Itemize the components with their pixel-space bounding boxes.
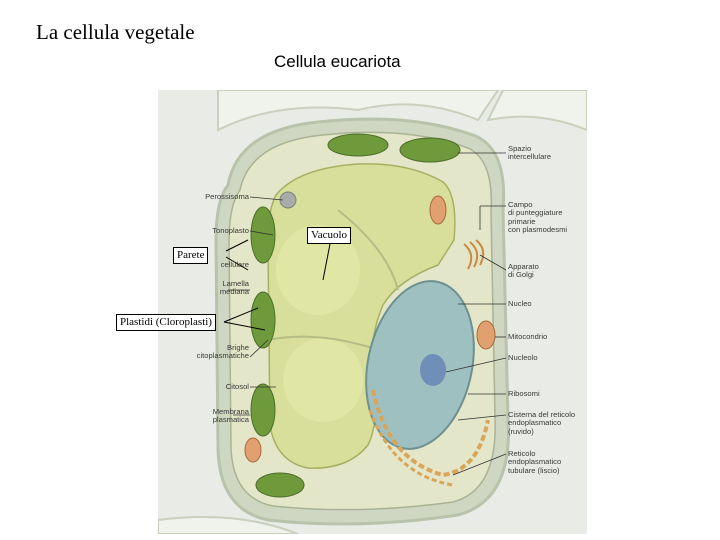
label-membrana-plasmatica: Membrana plasmatica xyxy=(212,407,249,425)
label-citosol: Citosol xyxy=(225,382,249,391)
label-apparato-golgi: Apparato di Golgi xyxy=(508,262,539,280)
label-lamella-mediana: Lamella mediana xyxy=(219,279,249,297)
callout-plastidi: Plastidi (Cloroplasti) xyxy=(116,314,216,331)
peroxisome xyxy=(279,191,297,209)
diagram-subtitle: Cellula eucariota xyxy=(274,52,401,71)
plant-cell-drawing xyxy=(158,90,587,534)
label-nucleo: Nucleo xyxy=(508,299,532,308)
plant-cell-illustration: Perossisoma Tonoplasto cellulare Lamella… xyxy=(158,90,587,534)
label-tonoplasto: Tonoplasto xyxy=(212,226,249,235)
chloroplasts xyxy=(250,133,461,498)
nucleus xyxy=(365,280,475,450)
page-title: La cellula vegetale xyxy=(36,20,195,44)
label-cisterna-reticolo: Cisterna del reticolo endoplasmatico (ru… xyxy=(508,410,576,436)
callout-vacuolo: Vacuolo xyxy=(307,227,352,244)
nucleolus xyxy=(420,354,446,386)
mitochondria xyxy=(244,195,496,463)
callout-parete: Parete xyxy=(173,247,209,264)
label-campo-punteggiature: Campo di punteggiature primarie con plas… xyxy=(508,200,568,235)
label-brighe-citoplasmatiche: Brighe citoplasmatiche xyxy=(196,343,249,361)
label-reticolo-tubulare: Reticolo endoplasmatico tubulare (liscio… xyxy=(508,449,562,475)
label-nucleolo: Nucleolo xyxy=(508,353,538,362)
label-perossisoma: Perossisoma xyxy=(205,192,249,201)
label-spazio-intercellulare: Spazio intercellulare xyxy=(508,144,552,162)
label-ribosomi: Ribosomi xyxy=(508,389,540,398)
label-mitocondrio: Mitocondrio xyxy=(508,332,548,341)
